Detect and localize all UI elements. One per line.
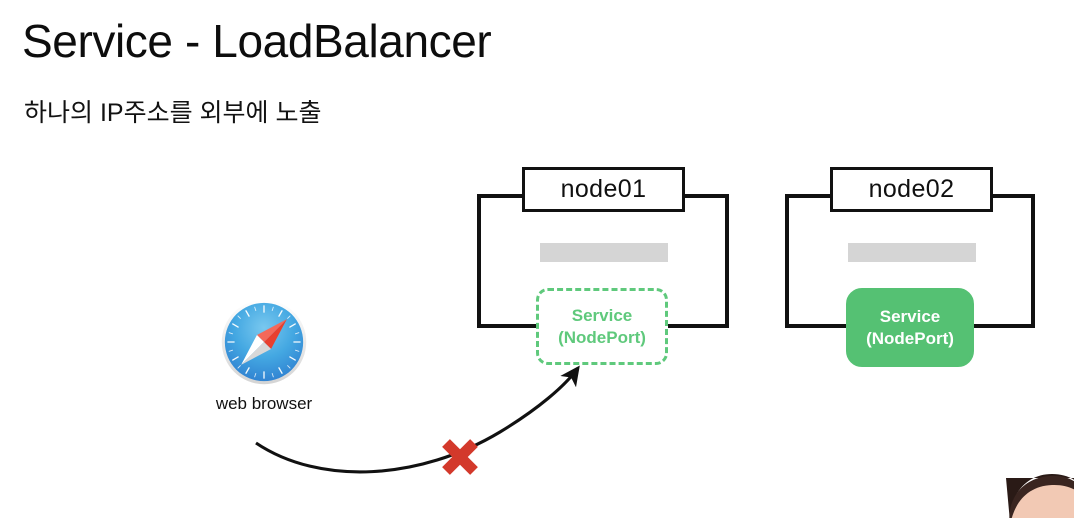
- node01-label: node01: [560, 175, 647, 203]
- node02-service-line2: (NodePort): [866, 328, 954, 348]
- presenter-head-icon: [1006, 474, 1074, 518]
- slide-title: Service - LoadBalancer: [22, 15, 492, 67]
- node02-label: node02: [868, 175, 955, 203]
- node02-service-chip[interactable]: Service (NodePort): [846, 288, 974, 367]
- safari-browser-icon: [221, 299, 307, 385]
- node01-pod-bar: [540, 243, 668, 262]
- node01-service-line1: Service: [571, 306, 633, 326]
- web-browser-label: web browser: [215, 394, 313, 413]
- node02-pod-bar: [848, 243, 976, 262]
- node02-label-box: node02: [830, 167, 993, 212]
- red-x-icon: [442, 439, 478, 475]
- node01-service-chip[interactable]: Service (NodePort): [536, 288, 668, 365]
- node01-label-box: node01: [522, 167, 685, 212]
- web-browser-node: web browser: [205, 298, 323, 414]
- node02-service-line1: Service: [879, 307, 941, 327]
- slide-subtitle: 하나의 IP주소를 외부에 노출: [24, 99, 322, 127]
- presenter-webcam-overlay: [994, 456, 1074, 518]
- node01-service-line2: (NodePort): [558, 327, 646, 347]
